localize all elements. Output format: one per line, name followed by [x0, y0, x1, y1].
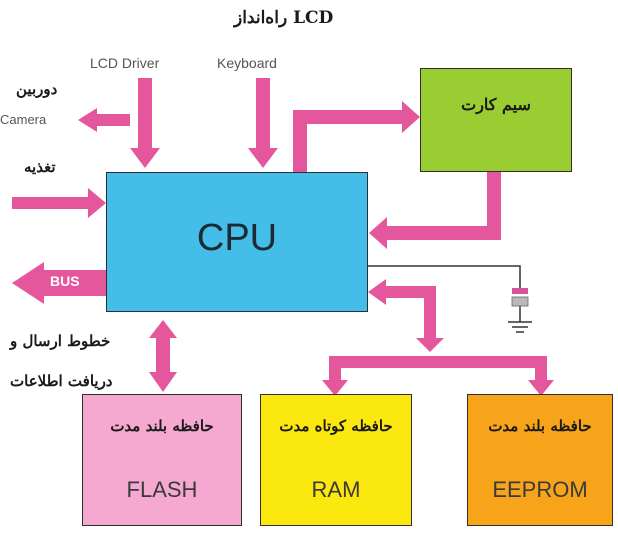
cpu-block: CPU	[106, 172, 368, 312]
cpu-to-sim-arrow	[293, 101, 420, 172]
flash-label-fa: حافظه بلند مدت	[110, 417, 214, 435]
sim-card-label: سیم کارت	[461, 95, 531, 114]
flash-label-en: FLASH	[126, 477, 198, 502]
sim-card-block: سیم کارت	[420, 68, 572, 172]
cpu-label: CPU	[196, 217, 278, 259]
eeprom-label-fa: حافظه بلند مدت	[488, 417, 592, 435]
lcd-driver-label: LCD Driver	[90, 55, 160, 71]
camera-label-en: Camera	[0, 112, 47, 127]
eeprom-arrow	[528, 356, 554, 396]
cpu-memory-arrow	[368, 279, 444, 352]
sim-to-cpu-arrow	[369, 172, 501, 249]
ram-block: حافظه کوتاه مدت RAM	[260, 394, 412, 526]
ram-label-fa: حافظه کوتاه مدت	[279, 417, 393, 435]
cpu-flash-arrow	[149, 320, 177, 392]
keyboard-arrow	[248, 78, 278, 168]
crystal-wire	[368, 265, 532, 333]
camera-arrow	[78, 108, 130, 132]
memory-bus-bar	[329, 356, 547, 368]
io-label-line1: خطوط ارسال و	[10, 332, 111, 350]
io-label-line2: دریافت اطلاعات	[10, 372, 113, 390]
bus-arrow	[12, 262, 108, 304]
eeprom-label-en: EEPROM	[492, 477, 588, 502]
bus-label: BUS	[50, 273, 80, 289]
crystal-icon	[511, 288, 529, 307]
ram-arrow	[322, 356, 348, 396]
lcd-driver-arrow	[130, 78, 160, 168]
power-arrow	[12, 188, 106, 218]
lcd-driver-title: راه‌انداز LCD	[234, 8, 334, 28]
eeprom-block: حافظه بلند مدت EEPROM	[467, 394, 613, 526]
keyboard-label: Keyboard	[217, 55, 277, 71]
camera-label-fa: دوربین	[16, 80, 58, 98]
ram-label-en: RAM	[311, 477, 361, 502]
power-label: تغذیه	[24, 158, 56, 176]
flash-block: حافظه بلند مدت FLASH	[82, 394, 242, 526]
